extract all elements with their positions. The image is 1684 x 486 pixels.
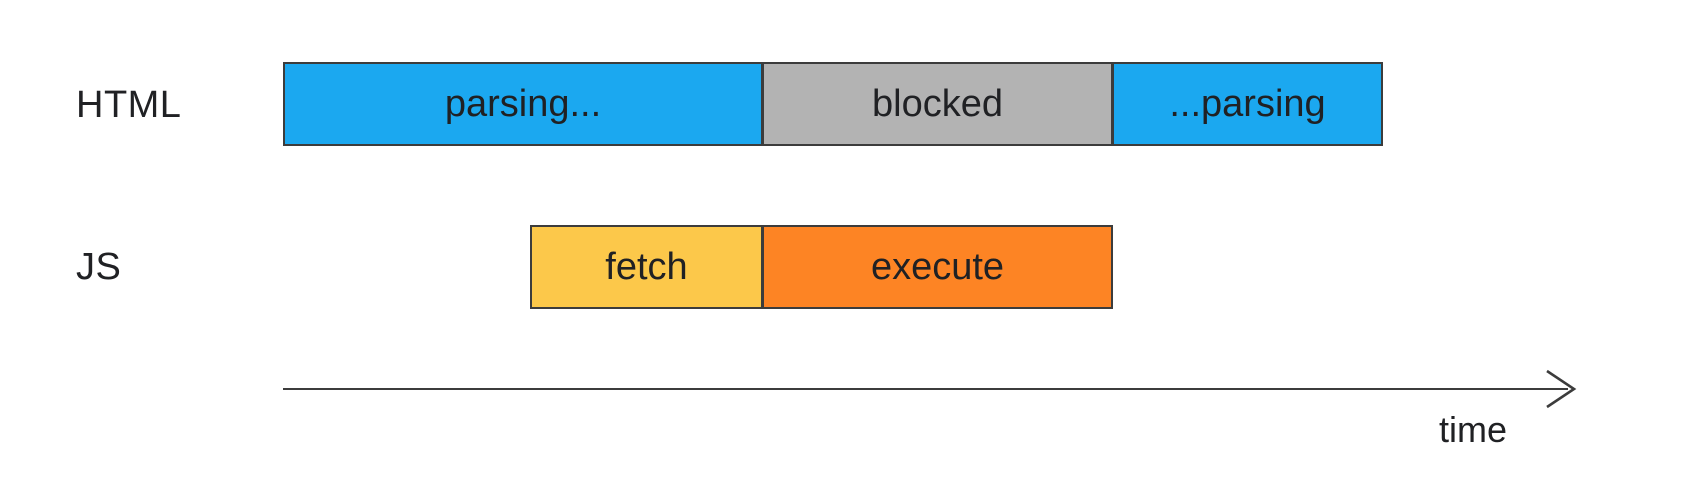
segment-label: parsing... [444, 82, 602, 125]
segment-js-execute: execute [763, 225, 1113, 309]
arrow-right-icon [1546, 369, 1577, 409]
segment-html-parsing-resume: ...parsing [1113, 62, 1383, 146]
segment-html-blocked: blocked [763, 62, 1113, 146]
segment-html-parsing: parsing... [283, 62, 763, 146]
segment-js-fetch: fetch [530, 225, 763, 309]
segment-label: execute [870, 245, 1005, 288]
row-label-js: JS [76, 246, 122, 288]
row-label-html: HTML [76, 84, 182, 126]
segment-label: ...parsing [1169, 82, 1326, 125]
segment-label: blocked [872, 82, 1003, 125]
time-axis-label: time [1439, 409, 1508, 450]
time-axis-line [283, 388, 1568, 390]
segment-label: fetch [605, 245, 688, 288]
